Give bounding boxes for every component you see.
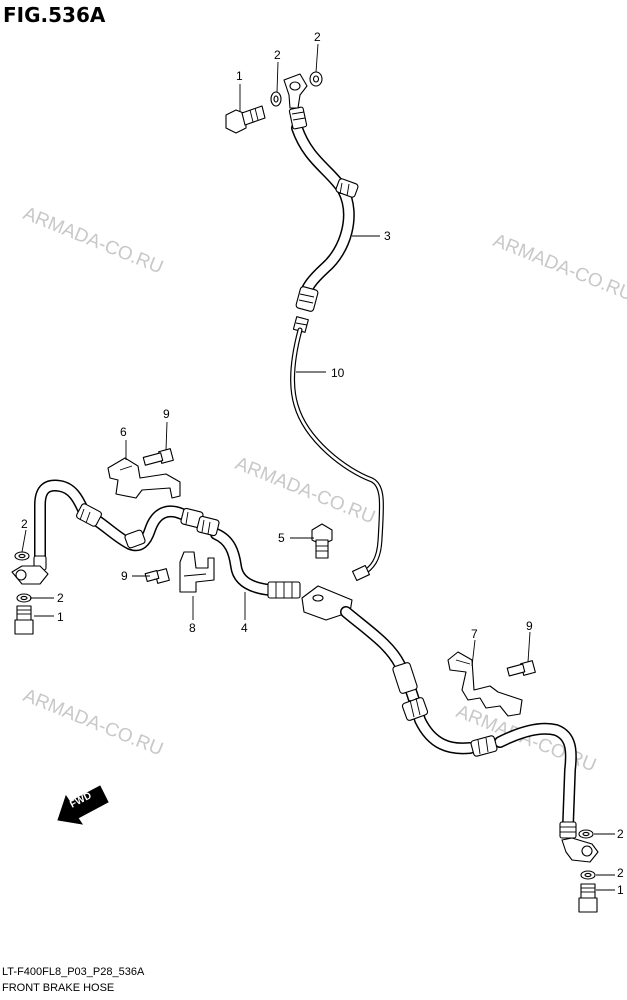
union-bolt-icon <box>14 605 34 635</box>
callout-2: 2 <box>617 827 624 841</box>
callout-1: 1 <box>617 883 624 897</box>
bolt-5-icon <box>311 523 333 559</box>
callout-leaders <box>21 43 615 891</box>
diagram-caption: FRONT BRAKE HOSE <box>2 982 114 994</box>
figure-title: FIG.536A <box>3 3 106 27</box>
callout-8: 8 <box>189 621 196 635</box>
callout-2: 2 <box>617 866 624 880</box>
hose-bracket-6 <box>107 457 181 499</box>
hose-clamp-8 <box>179 551 215 593</box>
callout-1: 1 <box>57 610 64 624</box>
callout-4: 4 <box>241 621 248 635</box>
callout-numbers: 1 2 2 3 10 9 6 2 2 1 5 9 8 4 7 9 2 2 1 <box>21 30 624 897</box>
fwd-arrow-icon <box>57 785 109 825</box>
brake-pipe <box>290 327 384 582</box>
callout-2: 2 <box>21 517 28 531</box>
watermark: ARMADA-CO.RU <box>490 230 627 305</box>
upper-brake-hose <box>283 73 359 333</box>
callout-2: 2 <box>314 30 321 44</box>
watermark: ARMADA-CO.RU <box>453 701 599 776</box>
callout-2: 2 <box>57 591 64 605</box>
watermark: ARMADA-CO.RU <box>20 203 166 278</box>
callout-5: 5 <box>278 531 285 545</box>
watermark: ARMADA-CO.RU <box>20 685 166 760</box>
callout-9: 9 <box>526 619 533 633</box>
hose-bracket-7 <box>447 651 523 717</box>
callout-9: 9 <box>163 407 170 421</box>
bolt-9-icon <box>506 660 536 677</box>
watermarks: ARMADA-CO.RU ARMADA-CO.RU ARMADA-CO.RU A… <box>20 203 627 776</box>
diagram-code: LT-F400FL8_P03_P28_536A <box>2 966 145 978</box>
watermark: ARMADA-CO.RU <box>232 453 378 528</box>
callout-1: 1 <box>236 69 243 83</box>
union-bolt-icon <box>225 105 266 134</box>
callout-7: 7 <box>471 627 478 641</box>
bolt-9-icon <box>142 448 174 466</box>
left-brake-hose <box>11 479 301 599</box>
callout-9: 9 <box>121 569 128 583</box>
callout-10: 10 <box>331 366 345 380</box>
callout-3: 3 <box>384 229 391 243</box>
union-bolt-icon <box>578 883 598 913</box>
right-brake-hose <box>340 606 599 863</box>
forward-direction-arrow: FWD <box>57 785 109 825</box>
callout-6: 6 <box>120 425 127 439</box>
callout-2: 2 <box>274 48 281 62</box>
bolt-9-icon <box>144 568 170 584</box>
